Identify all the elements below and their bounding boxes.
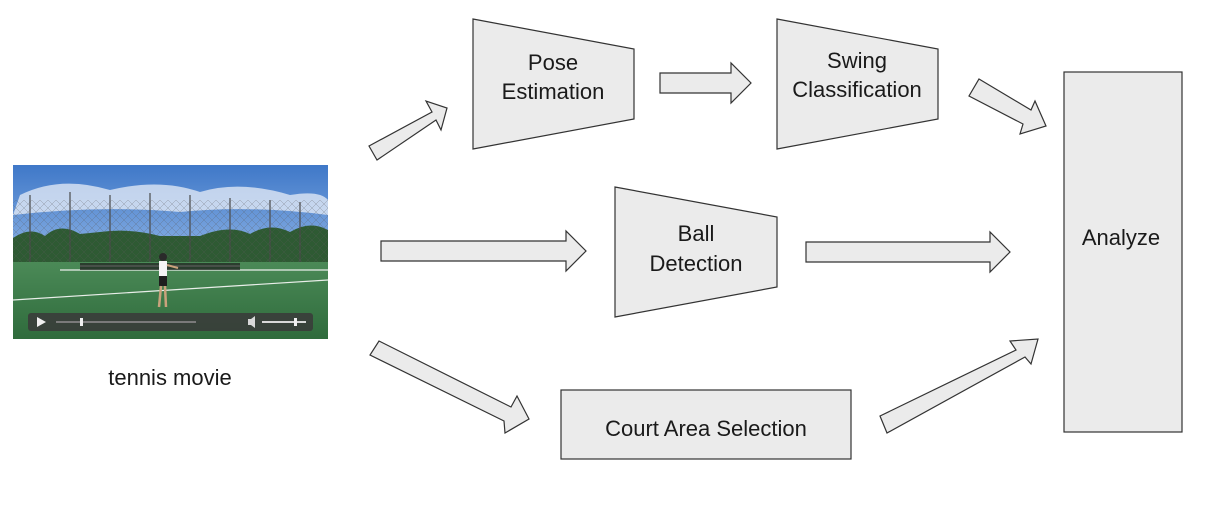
play-icon[interactable]: [37, 317, 46, 327]
pose-estimation-label-line1: Pose: [528, 50, 578, 75]
ball-detection-label-line2: Detection: [650, 251, 743, 276]
volume-handle[interactable]: [294, 318, 297, 326]
tennis-video-thumbnail[interactable]: [13, 165, 328, 339]
pose-estimation-label-line2: Estimation: [502, 79, 605, 104]
arrow-pose-to-swing: [659, 61, 752, 105]
video-progress-handle[interactable]: [80, 318, 83, 326]
ball-detection-shape: [614, 186, 778, 318]
swing-classification-label-line2: Classification: [792, 77, 922, 102]
video-progress-track[interactable]: [56, 321, 196, 323]
fence-net: [13, 200, 328, 270]
swing-classification-label-line1: Swing: [827, 48, 887, 73]
court-area-selection-shape: [560, 389, 852, 460]
node-ball-detection[interactable]: Ball Detection: [614, 186, 778, 318]
analyze-shape: [1063, 71, 1183, 433]
ball-detection-label-line1: Ball: [678, 221, 715, 246]
node-court-area-selection[interactable]: Court Area Selection: [560, 389, 852, 460]
arrow-video-to-court: [369, 340, 530, 434]
arrow-video-to-ball: [380, 229, 587, 273]
volume-slider[interactable]: [262, 321, 306, 323]
node-analyze[interactable]: Analyze: [1063, 71, 1183, 433]
arrow-court-to-analyze: [879, 338, 1039, 434]
analyze-label: Analyze: [1082, 225, 1160, 250]
volume-icon[interactable]: [248, 316, 255, 328]
pose-estimation-shape: [472, 18, 635, 150]
node-pose-estimation[interactable]: Pose Estimation: [472, 18, 635, 150]
court-area-selection-label: Court Area Selection: [605, 416, 807, 441]
tennis-player: [157, 253, 179, 308]
arrow-video-to-pose: [368, 99, 448, 161]
arrow-ball-to-analyze: [805, 230, 1011, 274]
node-swing-classification[interactable]: Swing Classification: [776, 18, 939, 150]
video-caption: tennis movie: [108, 365, 232, 390]
swing-classification-shape: [776, 18, 939, 150]
arrow-swing-to-analyze: [968, 78, 1047, 135]
